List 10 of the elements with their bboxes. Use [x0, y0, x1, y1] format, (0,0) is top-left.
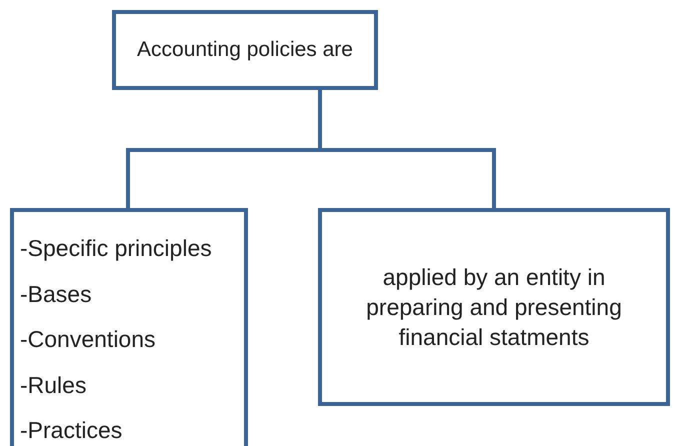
list-item: -Practices	[20, 416, 122, 445]
text-box	[318, 208, 670, 406]
box-text: Accounting policies are	[137, 37, 353, 63]
box-text: applied by an entity in preparing and presenting financial statments	[365, 263, 623, 352]
text-box	[10, 208, 248, 446]
list-item: -Rules	[20, 370, 86, 400]
text-box	[112, 10, 378, 90]
list-item: -Conventions	[20, 325, 156, 354]
list-item: -Bases	[20, 280, 92, 308]
list-item: -Specific principles	[20, 234, 212, 263]
